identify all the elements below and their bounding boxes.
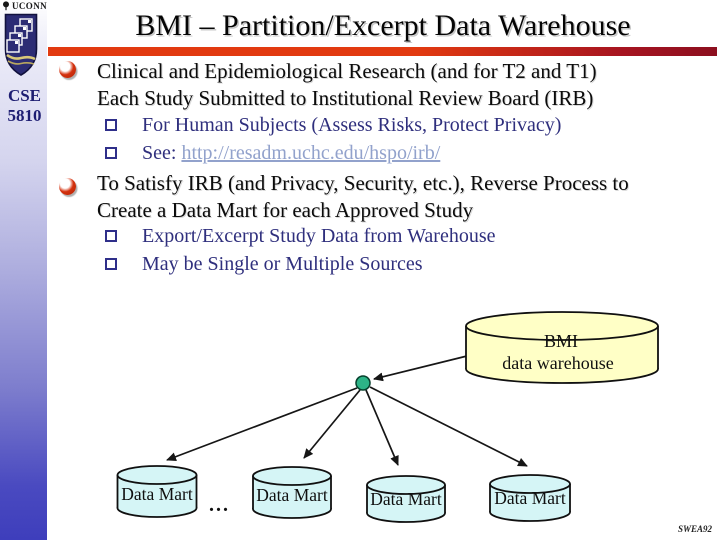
see-label: See: — [142, 142, 182, 164]
page-title: BMI – Partition/Excerpt Data Warehouse — [135, 9, 631, 42]
slide-footer-code: SWEA92 — [677, 524, 712, 534]
mart2-top — [252, 466, 332, 486]
datamart-cylinder-2: Data Mart — [252, 466, 332, 519]
warehouse-label-line1: BMI — [544, 331, 578, 351]
warehouse-cylinder-top — [465, 311, 659, 341]
sub-bullet-export-excerpt: Export/Excerpt Study Data from Warehouse — [142, 225, 496, 247]
sub-bullet-human-subjects: For Human Subjects (Assess Risks, Protec… — [142, 114, 562, 136]
course-code-line2: 5810 — [7, 106, 42, 125]
course-code-line1: CSE — [7, 86, 42, 105]
square-bullet-icon — [105, 230, 117, 242]
square-bullet-icon — [105, 119, 117, 131]
irb-hyperlink[interactable]: http://resadm.uchc.edu/hspo/irb/ — [181, 142, 441, 164]
oak-tree-icon — [3, 1, 9, 11]
datamart-cylinder-3: Data Mart — [366, 475, 446, 523]
uconn-shield-logo — [4, 13, 38, 82]
bullet2-line2: Create a Data Mart for each Approved Stu… — [97, 198, 474, 222]
sub-bullet-see-link: See: http://resadm.uchc.edu/hspo/irb/ — [142, 140, 440, 167]
uconn-wordmark-label: UCONN — [12, 1, 47, 11]
mart1-top — [116, 465, 198, 485]
edge-junction-to-mart2 — [303, 389, 361, 459]
red-ball-bullet-icon — [59, 61, 76, 78]
mart4-label: Data Mart — [494, 488, 566, 508]
mart4-top — [489, 474, 571, 494]
warehouse-cylinder: BMI data warehouse — [465, 311, 659, 384]
red-ball-bullet-icon — [59, 178, 76, 195]
mart3-label: Data Mart — [370, 489, 442, 509]
sub-bullet-single-multiple: May be Single or Multiple Sources — [142, 253, 423, 275]
mart1-label: Data Mart — [121, 484, 193, 504]
datamart-cylinder-1: Data Mart — [116, 465, 198, 518]
edge-warehouse-to-junction — [373, 355, 468, 382]
bullet1-line2: Each Study Submitted to Institutional Re… — [97, 86, 594, 110]
mart3-top — [366, 475, 446, 495]
ellipsis: ... — [209, 494, 230, 516]
edge-junction-to-mart1 — [166, 387, 358, 462]
uconn-wordmark: UCONN — [2, 1, 47, 11]
junction-dot — [355, 375, 371, 391]
warehouse-label-line2: data warehouse — [502, 353, 613, 373]
course-code: CSE 5810 — [0, 86, 49, 126]
bullet1-line1: Clinical and Epidemiological Research (a… — [97, 59, 597, 83]
sidebar-gradient-stripe — [0, 0, 47, 540]
uconn-shield-icon — [4, 13, 38, 76]
mart2-label: Data Mart — [256, 485, 328, 505]
square-bullet-icon — [105, 147, 117, 159]
square-bullet-icon — [105, 258, 117, 270]
edge-junction-to-mart3 — [365, 389, 399, 466]
datamart-cylinder-4: Data Mart — [489, 474, 571, 522]
title-divider-bar — [48, 47, 717, 56]
edge-junction-to-mart4 — [369, 386, 528, 467]
bullet2-line1: To Satisfy IRB (and Privacy, Security, e… — [97, 171, 629, 195]
